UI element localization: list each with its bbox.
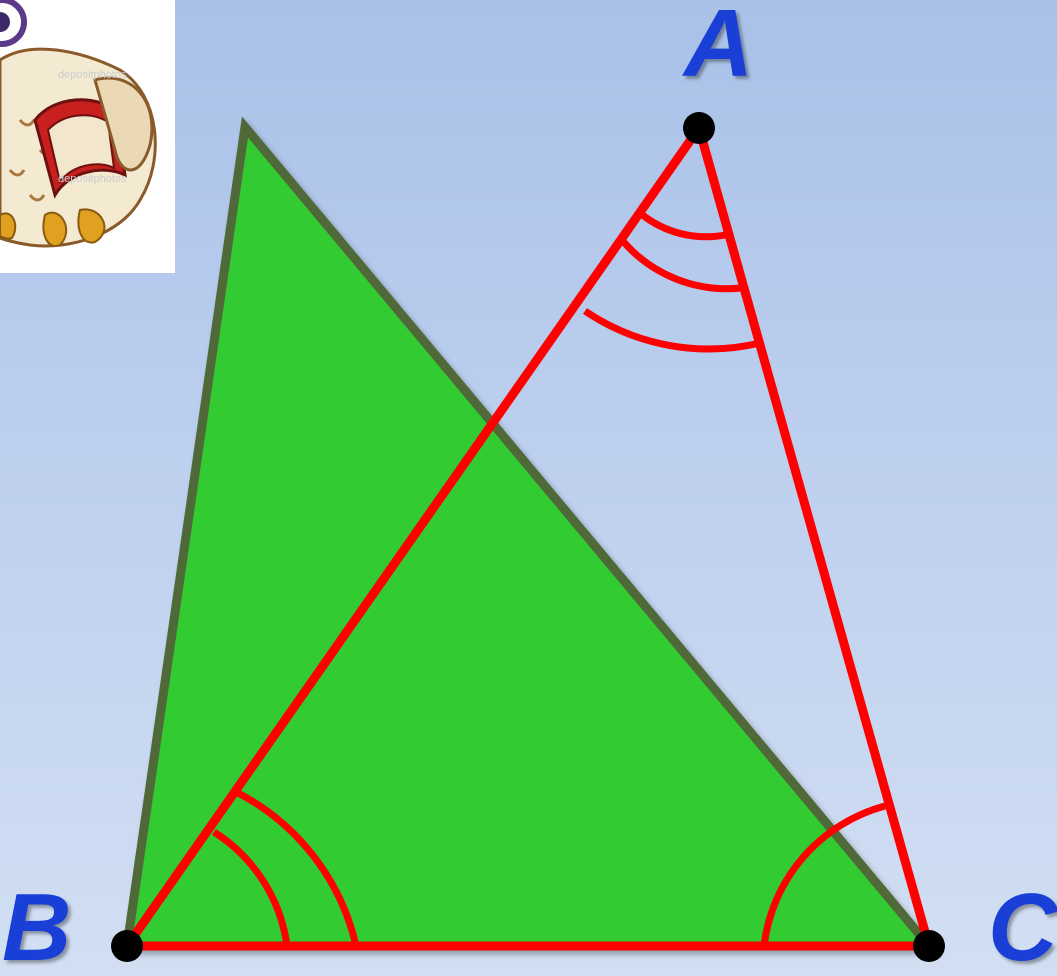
angle-c-arc-1 <box>760 802 886 947</box>
watermark-text-2: depositphotos <box>58 173 127 185</box>
angle-b-arc-1 <box>212 829 291 947</box>
angle-b-marks <box>212 789 360 947</box>
point-a <box>683 112 715 144</box>
point-c <box>913 930 945 962</box>
angle-b-arc-2 <box>236 789 360 947</box>
angle-a-arc-1 <box>637 210 731 241</box>
watermark-text: depositphotos <box>58 69 127 81</box>
angle-c-marks <box>760 802 886 947</box>
owl-illustration: depositphotos depositphotos <box>0 0 175 273</box>
green-triangle <box>121 116 939 951</box>
vertex-label-b: B <box>2 874 72 976</box>
vertex-label-c: C <box>988 874 1057 976</box>
angle-a-marks <box>583 210 761 353</box>
point-b <box>111 930 143 962</box>
triangle-abc <box>118 117 935 951</box>
angle-a-arc-3 <box>583 308 761 353</box>
vertex-label-a: A <box>684 0 754 97</box>
owl-with-book-icon: depositphotos depositphotos <box>0 0 157 248</box>
angle-a-arc-2 <box>619 237 742 293</box>
